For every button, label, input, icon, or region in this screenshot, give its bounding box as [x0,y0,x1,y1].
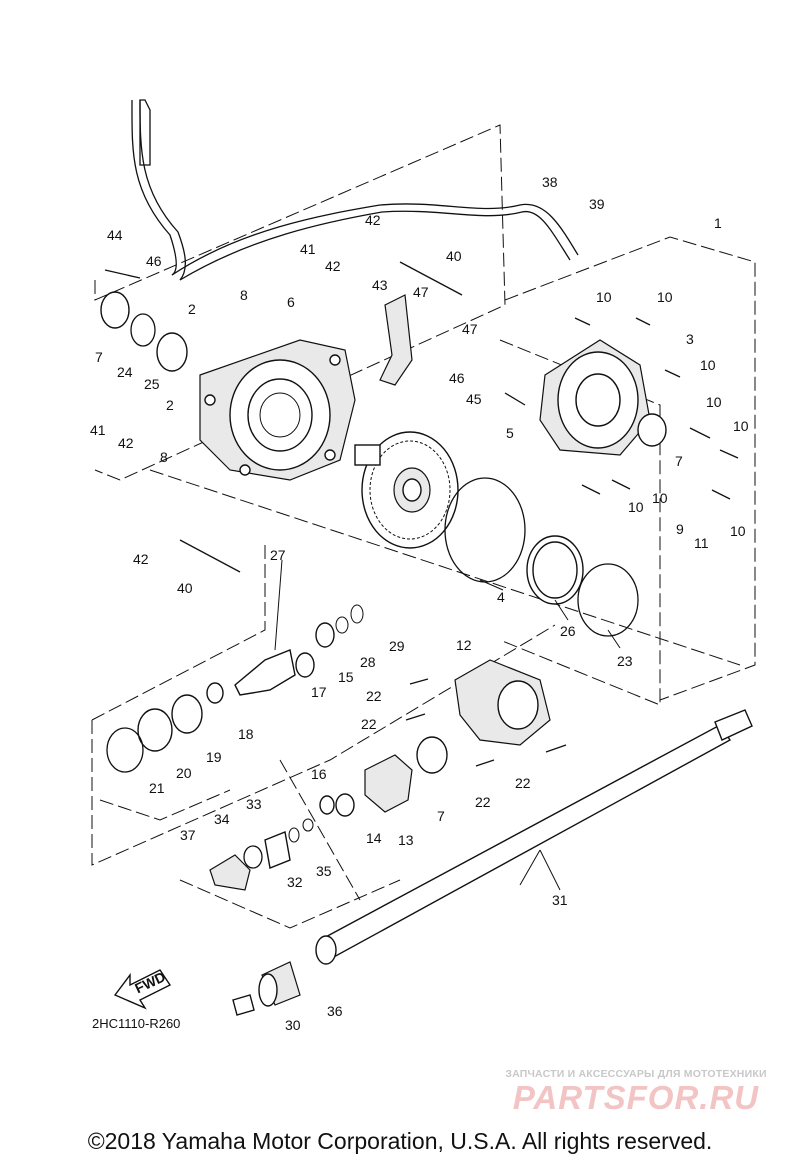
callout-10: 10 [652,490,668,506]
callout-5: 5 [506,425,514,441]
callout-10: 10 [733,418,749,434]
rear-housing [416,659,551,774]
callout-37: 37 [180,827,196,843]
callout-35: 35 [316,863,332,879]
callout-10: 10 [628,499,644,515]
callout-42: 42 [133,551,149,567]
callout-10: 10 [706,394,722,410]
callout-31: 31 [552,892,568,908]
right-cover [539,339,667,456]
callout-20: 20 [176,765,192,781]
callout-40: 40 [446,248,462,264]
callout-3: 3 [686,331,694,347]
ring-gear [354,431,459,549]
callout-6: 6 [287,294,295,310]
callout-23: 23 [617,653,633,669]
watermark-tagline: ЗАПЧАСТИ И АКСЕССУАРЫ ДЛЯ МОТОТЕХНИКИ [505,1068,767,1080]
callout-47: 47 [462,321,478,337]
callout-29: 29 [389,638,405,654]
diagram-reference-code: 2HC1110-R260 [92,1016,181,1031]
drive-shaft [232,709,753,1016]
seals-left [100,291,188,372]
copyright-notice: ©2018 Yamaha Motor Corporation, U.S.A. A… [87,1128,713,1154]
callout-10: 10 [700,357,716,373]
callout-7: 7 [675,453,683,469]
callout-16: 16 [311,766,327,782]
yoke-assembly [209,754,413,891]
callout-33: 33 [246,796,262,812]
callout-41: 41 [300,241,316,257]
callout-8: 8 [160,449,168,465]
leader-lines [274,559,621,891]
callout-42: 42 [118,435,134,451]
callout-42: 42 [325,258,341,274]
callout-13: 13 [398,832,414,848]
callout-45: 45 [466,391,482,407]
bracket [379,294,413,386]
callout-47: 47 [413,284,429,300]
callout-46: 46 [146,253,162,269]
callout-22: 22 [361,716,377,732]
callout-10: 10 [730,523,746,539]
callout-46: 46 [449,370,465,386]
callout-2: 2 [166,397,174,413]
callout-32: 32 [287,874,303,890]
callout-36: 36 [327,1003,343,1019]
callout-2: 2 [188,301,196,317]
callout-21: 21 [149,780,165,796]
callout-26: 26 [560,623,576,639]
callout-38: 38 [542,174,558,190]
callout-44: 44 [107,227,123,243]
fwd-arrow-icon: FWD [113,968,172,1010]
callouts: 44 46 2 8 6 41 42 42 40 43 47 47 46 45 7… [90,174,749,1033]
callout-18: 18 [238,726,254,742]
gear-case [199,339,356,481]
callout-30: 30 [285,1017,301,1033]
callout-41: 41 [90,422,106,438]
callout-1: 1 [714,215,722,231]
callout-22: 22 [515,775,531,791]
watermark: ЗАПЧАСТИ И АКСЕССУАРЫ ДЛЯ МОТОТЕХНИКИ PA… [486,1068,786,1116]
bolts [104,261,739,767]
callout-19: 19 [206,749,222,765]
callout-40: 40 [177,580,193,596]
callout-7: 7 [95,349,103,365]
callout-43: 43 [372,277,388,293]
callout-8: 8 [240,287,248,303]
watermark-logo: PARTSFOR.RU [512,1079,760,1116]
callout-22: 22 [366,688,382,704]
callout-14: 14 [366,830,382,846]
callout-42: 42 [365,212,381,228]
callout-24: 24 [117,364,133,380]
callout-25: 25 [144,376,160,392]
callout-22: 22 [475,794,491,810]
breather-hose [131,99,579,281]
callout-9: 9 [676,521,684,537]
callout-7: 7 [437,808,445,824]
callout-15: 15 [338,669,354,685]
callout-34: 34 [214,811,230,827]
callout-4: 4 [497,589,505,605]
callout-10: 10 [596,289,612,305]
callout-39: 39 [589,196,605,212]
callout-27: 27 [270,547,286,563]
callout-10: 10 [657,289,673,305]
callout-12: 12 [456,637,472,653]
callout-28: 28 [360,654,376,670]
pinion-assembly [106,604,364,773]
seals-right [444,477,639,637]
callout-11: 11 [694,535,709,551]
callout-17: 17 [311,684,327,700]
